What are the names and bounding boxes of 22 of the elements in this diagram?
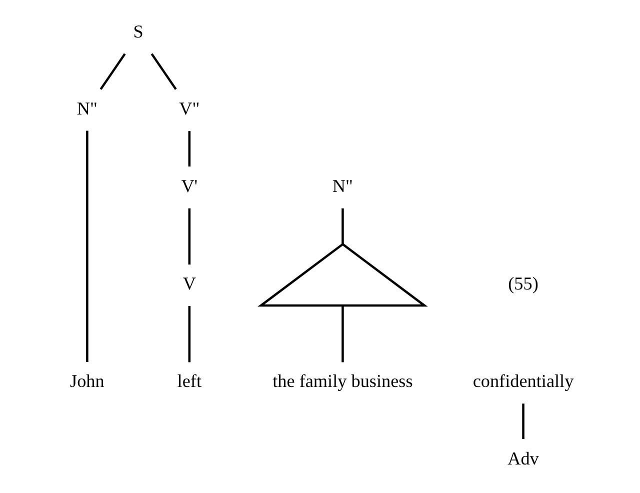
node-text: the family business [272, 371, 413, 392]
node-text: N" [332, 176, 353, 196]
connector [522, 404, 524, 440]
node-text: V" [179, 98, 200, 119]
node-text: V [182, 273, 196, 294]
connector [86, 130, 88, 362]
connector [188, 306, 191, 362]
connector [342, 306, 344, 362]
node-text: Adv [508, 448, 539, 468]
connector [100, 53, 126, 90]
node-text: left [177, 371, 202, 392]
node-text: S [133, 21, 144, 42]
node-text: John [70, 371, 104, 392]
node-triangle [258, 242, 428, 307]
node-text: N" [76, 98, 98, 119]
node-text: V' [181, 176, 198, 196]
connector [150, 53, 177, 90]
connector [342, 208, 344, 244]
node-text: confidentially [472, 371, 574, 392]
connector [188, 208, 191, 265]
label: (55) [508, 273, 538, 294]
connector [188, 131, 191, 166]
